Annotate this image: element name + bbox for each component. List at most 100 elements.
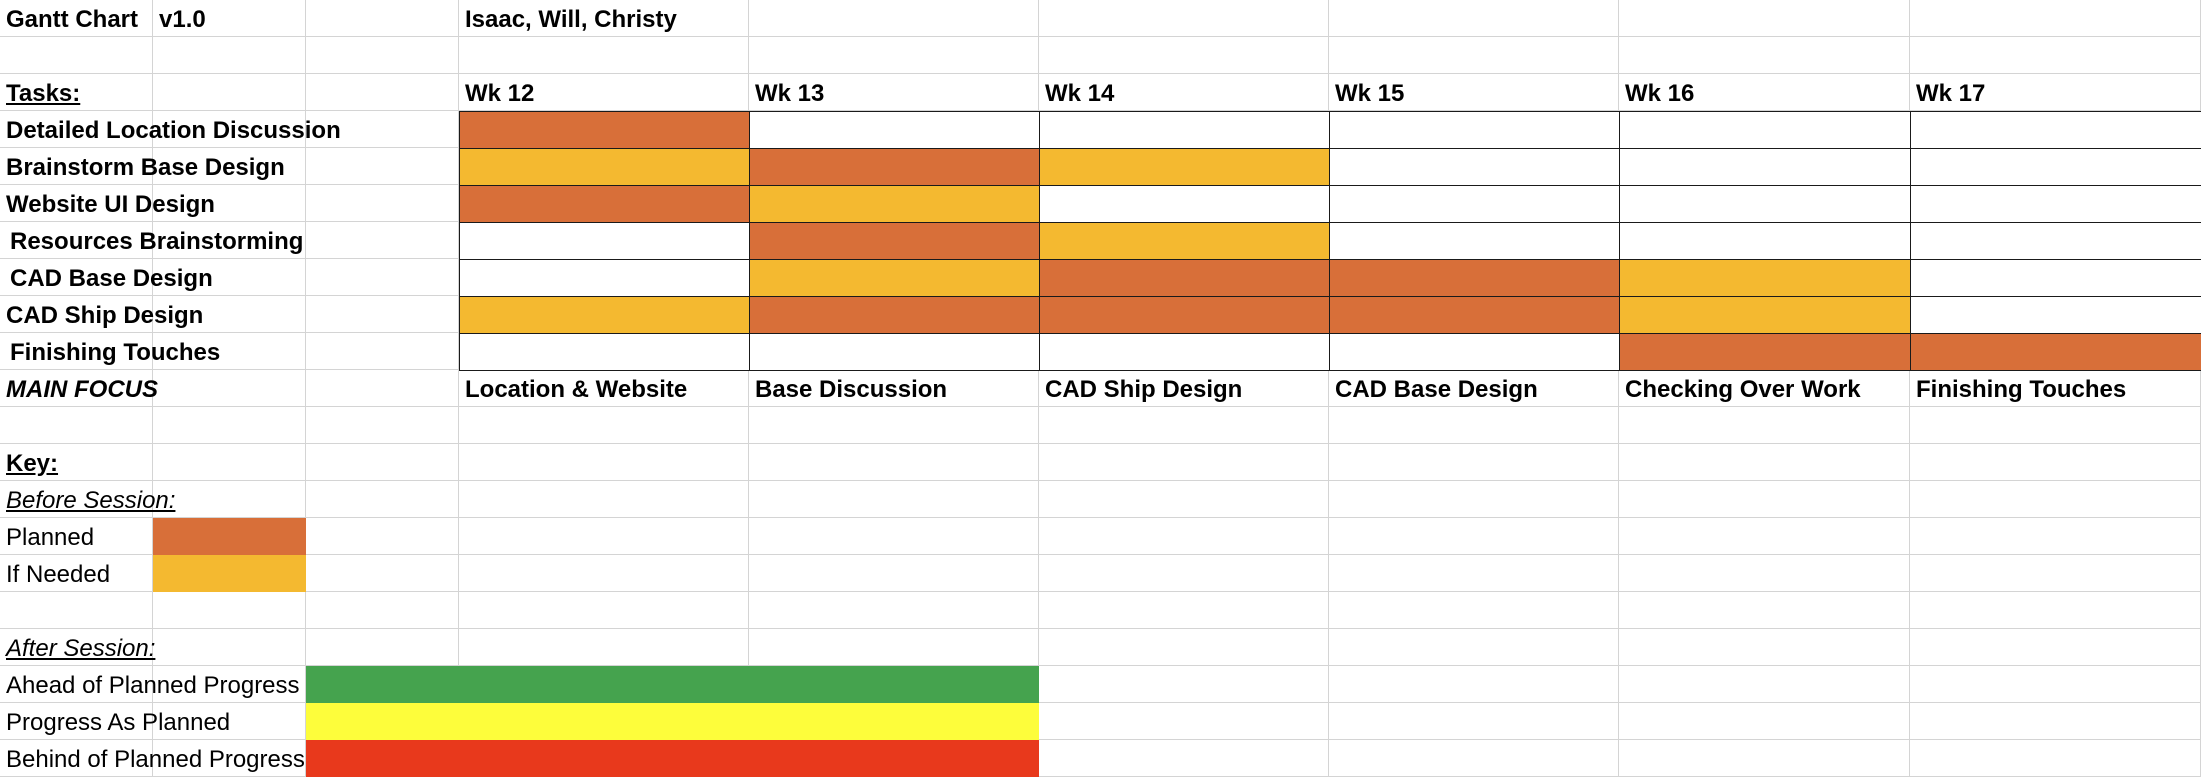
grid-cell[interactable] bbox=[1329, 0, 1619, 37]
grid-cell[interactable] bbox=[0, 0, 153, 37]
grid-cell[interactable] bbox=[0, 111, 153, 148]
grid-cell[interactable] bbox=[1619, 407, 1910, 444]
grid-cell[interactable] bbox=[1910, 370, 2201, 407]
gantt-cell-empty[interactable] bbox=[1039, 333, 1330, 371]
grid-cell[interactable] bbox=[1910, 629, 2201, 666]
gantt-cell-empty[interactable] bbox=[459, 222, 750, 260]
grid-cell[interactable] bbox=[459, 481, 749, 518]
grid-cell[interactable] bbox=[1619, 740, 1910, 777]
grid-cell[interactable] bbox=[153, 444, 306, 481]
grid-cell[interactable] bbox=[1039, 666, 1329, 703]
gantt-cell-empty[interactable] bbox=[1329, 111, 1620, 149]
grid-cell[interactable] bbox=[0, 370, 153, 407]
grid-cell[interactable] bbox=[459, 629, 749, 666]
gantt-cell-if-needed[interactable] bbox=[749, 259, 1040, 297]
grid-cell[interactable] bbox=[306, 555, 459, 592]
grid-cell[interactable] bbox=[1619, 592, 1910, 629]
grid-cell[interactable] bbox=[0, 185, 153, 222]
grid-cell[interactable] bbox=[1329, 592, 1619, 629]
grid-cell[interactable] bbox=[1329, 740, 1619, 777]
grid-cell[interactable] bbox=[0, 444, 153, 481]
grid-cell[interactable] bbox=[153, 296, 306, 333]
grid-cell[interactable] bbox=[1039, 555, 1329, 592]
grid-cell[interactable] bbox=[0, 74, 153, 111]
gantt-cell-planned[interactable] bbox=[1619, 333, 1911, 371]
grid-cell[interactable] bbox=[1039, 592, 1329, 629]
grid-cell[interactable] bbox=[306, 333, 459, 370]
grid-cell[interactable] bbox=[1039, 37, 1329, 74]
grid-cell[interactable] bbox=[1329, 629, 1619, 666]
gantt-cell-if-needed[interactable] bbox=[1039, 222, 1330, 260]
gantt-cell-empty[interactable] bbox=[1039, 111, 1330, 149]
grid-cell[interactable] bbox=[153, 592, 306, 629]
grid-cell[interactable] bbox=[1910, 407, 2201, 444]
gantt-cell-empty[interactable] bbox=[1910, 259, 2201, 297]
grid-cell[interactable] bbox=[153, 0, 306, 37]
grid-cell[interactable] bbox=[1619, 37, 1910, 74]
grid-cell[interactable] bbox=[0, 703, 153, 740]
gantt-cell-empty[interactable] bbox=[1329, 148, 1620, 186]
gantt-cell-planned[interactable] bbox=[749, 148, 1040, 186]
gantt-cell-empty[interactable] bbox=[749, 333, 1040, 371]
grid-cell[interactable] bbox=[1910, 703, 2201, 740]
grid-cell[interactable] bbox=[1910, 481, 2201, 518]
grid-cell[interactable] bbox=[153, 148, 306, 185]
grid-cell[interactable] bbox=[153, 407, 306, 444]
grid-cell[interactable] bbox=[0, 518, 153, 555]
grid-cell[interactable] bbox=[459, 370, 749, 407]
grid-cell[interactable] bbox=[1910, 740, 2201, 777]
grid-cell[interactable] bbox=[1619, 703, 1910, 740]
grid-cell[interactable] bbox=[1039, 0, 1329, 37]
gantt-cell-planned[interactable] bbox=[749, 296, 1040, 334]
gantt-cell-planned[interactable] bbox=[1329, 296, 1620, 334]
grid-cell[interactable] bbox=[1329, 370, 1619, 407]
gantt-cell-empty[interactable] bbox=[1910, 222, 2201, 260]
grid-cell[interactable] bbox=[1039, 407, 1329, 444]
grid-cell[interactable] bbox=[1039, 740, 1329, 777]
grid-cell[interactable] bbox=[306, 444, 459, 481]
grid-cell[interactable] bbox=[749, 481, 1039, 518]
gantt-cell-empty[interactable] bbox=[1329, 185, 1620, 223]
grid-cell[interactable] bbox=[1619, 555, 1910, 592]
grid-cell[interactable] bbox=[749, 407, 1039, 444]
grid-cell[interactable] bbox=[0, 592, 153, 629]
gantt-cell-planned[interactable] bbox=[1329, 259, 1620, 297]
grid-cell[interactable] bbox=[1329, 407, 1619, 444]
grid-cell[interactable] bbox=[1329, 555, 1619, 592]
grid-cell[interactable] bbox=[153, 111, 306, 148]
gantt-cell-empty[interactable] bbox=[1910, 185, 2201, 223]
gantt-cell-empty[interactable] bbox=[1329, 222, 1620, 260]
grid-cell[interactable] bbox=[1619, 444, 1910, 481]
grid-cell[interactable] bbox=[0, 37, 153, 74]
grid-cell[interactable] bbox=[153, 37, 306, 74]
grid-cell[interactable] bbox=[1910, 0, 2201, 37]
gantt-cell-planned[interactable] bbox=[1910, 333, 2201, 371]
grid-cell[interactable] bbox=[1619, 666, 1910, 703]
grid-cell[interactable] bbox=[306, 185, 459, 222]
grid-cell[interactable] bbox=[306, 111, 459, 148]
grid-cell[interactable] bbox=[1039, 370, 1329, 407]
grid-cell[interactable] bbox=[306, 37, 459, 74]
grid-cell[interactable] bbox=[1910, 37, 2201, 74]
gantt-cell-empty[interactable] bbox=[749, 111, 1040, 149]
grid-cell[interactable] bbox=[0, 481, 153, 518]
grid-cell[interactable] bbox=[0, 407, 153, 444]
gantt-cell-empty[interactable] bbox=[459, 259, 750, 297]
grid-cell[interactable] bbox=[306, 296, 459, 333]
grid-cell[interactable] bbox=[1329, 444, 1619, 481]
grid-cell[interactable] bbox=[153, 629, 306, 666]
gantt-cell-if-needed[interactable] bbox=[1039, 148, 1330, 186]
grid-cell[interactable] bbox=[153, 666, 306, 703]
gantt-cell-empty[interactable] bbox=[1329, 333, 1620, 371]
grid-cell[interactable] bbox=[306, 148, 459, 185]
grid-cell[interactable] bbox=[306, 370, 459, 407]
grid-cell[interactable] bbox=[749, 0, 1039, 37]
grid-cell[interactable] bbox=[459, 37, 749, 74]
gantt-cell-planned[interactable] bbox=[1039, 296, 1330, 334]
gantt-cell-if-needed[interactable] bbox=[459, 148, 750, 186]
grid-cell[interactable] bbox=[1619, 481, 1910, 518]
gantt-cell-planned[interactable] bbox=[1039, 259, 1330, 297]
grid-cell[interactable] bbox=[1039, 444, 1329, 481]
grid-cell[interactable] bbox=[749, 518, 1039, 555]
